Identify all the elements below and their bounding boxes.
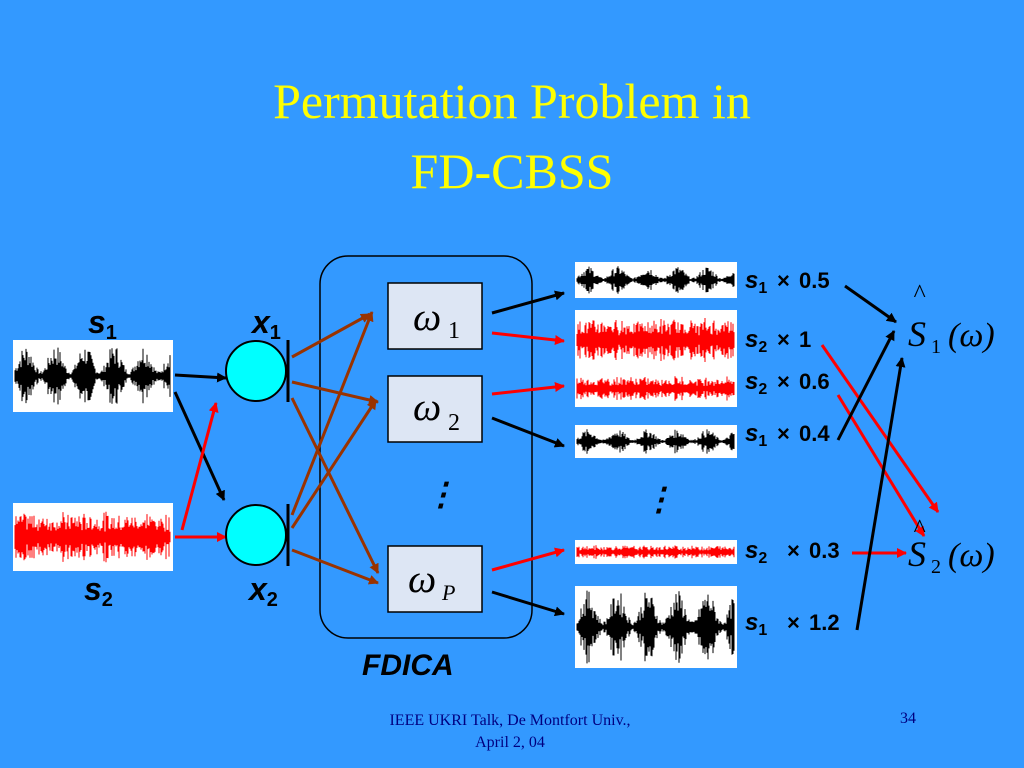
page-number: 34 bbox=[900, 710, 916, 727]
arrow-bin1-out2 bbox=[491, 331, 565, 345]
svg-text:ω: ω bbox=[408, 556, 436, 601]
svg-text:S: S bbox=[908, 534, 926, 574]
waveform-out4 bbox=[575, 425, 737, 458]
slide-title-line1: Permutation Problem in bbox=[273, 73, 751, 129]
footer-line1: IEEE UKRI Talk, De Montfort Univ., bbox=[389, 712, 631, 729]
svg-text:2: 2 bbox=[931, 556, 941, 578]
bin-box-omega2: ω 2 bbox=[387, 375, 483, 443]
svg-text:s2: s2 bbox=[745, 537, 767, 567]
arrow-bin1-out1 bbox=[491, 290, 565, 315]
svg-text:1: 1 bbox=[931, 336, 941, 358]
output-ellipsis: ⋮ bbox=[643, 481, 675, 517]
svg-text:(ω): (ω) bbox=[948, 537, 995, 574]
waveform-s2 bbox=[13, 503, 173, 571]
svg-text:×: × bbox=[787, 610, 800, 635]
svg-text:s1: s1 bbox=[745, 420, 767, 450]
arrow-s1-x2 bbox=[173, 391, 226, 501]
svg-text:1: 1 bbox=[799, 327, 811, 352]
estimate-S1: ^ S 1 (ω) bbox=[908, 279, 995, 358]
waveform-out6 bbox=[575, 586, 737, 668]
waveform-trace bbox=[576, 590, 735, 664]
arrow-binP-out2 bbox=[491, 590, 565, 617]
waveform-trace bbox=[576, 318, 735, 362]
waveform-s1 bbox=[13, 340, 173, 412]
svg-text:ω: ω bbox=[413, 384, 441, 429]
svg-text:(ω): (ω) bbox=[948, 317, 995, 354]
svg-text:^: ^ bbox=[913, 514, 926, 543]
svg-text:1.2: 1.2 bbox=[809, 610, 840, 635]
svg-text:s1: s1 bbox=[745, 609, 767, 639]
svg-text:×: × bbox=[777, 268, 790, 293]
svg-text:s2: s2 bbox=[745, 326, 767, 356]
svg-text:×: × bbox=[777, 327, 790, 352]
arrow-out3-S2 bbox=[836, 394, 926, 537]
microphone-x2 bbox=[225, 504, 290, 566]
svg-text:2: 2 bbox=[448, 410, 460, 436]
waveform-out5 bbox=[575, 540, 737, 564]
arrow-out4-S1 bbox=[836, 330, 896, 441]
svg-text:×: × bbox=[777, 369, 790, 394]
scale-label-2: s2 × 1 bbox=[745, 326, 811, 356]
arrow-binP-out1 bbox=[491, 547, 565, 572]
footer-line2: April 2, 04 bbox=[475, 734, 545, 751]
footer-citation: IEEE UKRI Talk, De Montfort Univ., April… bbox=[340, 710, 680, 754]
microphone-x1 bbox=[225, 340, 290, 402]
svg-text:1: 1 bbox=[448, 318, 460, 344]
scale-label-4: s1 × 0.4 bbox=[745, 420, 830, 450]
svg-text:^: ^ bbox=[913, 279, 926, 308]
slide-title-line2: FD-CBSS bbox=[410, 143, 614, 199]
waveform-out2 bbox=[575, 310, 737, 370]
svg-text:×: × bbox=[787, 538, 800, 563]
svg-text:s1: s1 bbox=[745, 267, 767, 297]
waveform-out3 bbox=[575, 370, 737, 407]
estimate-S2: ^ S 2 (ω) bbox=[908, 514, 995, 578]
svg-text:s2: s2 bbox=[745, 368, 767, 398]
waveform-trace bbox=[576, 266, 735, 294]
scale-label-6: s1 × 1.2 bbox=[745, 609, 840, 639]
svg-text:ω: ω bbox=[413, 294, 441, 339]
svg-text:S: S bbox=[908, 314, 926, 354]
mixture-label-x2: x2 bbox=[247, 571, 278, 611]
svg-text:×: × bbox=[777, 421, 790, 446]
svg-text:P: P bbox=[441, 580, 455, 605]
svg-text:0.3: 0.3 bbox=[809, 538, 840, 563]
arrow-s1-x1 bbox=[174, 372, 227, 383]
arrow-out1-S1 bbox=[844, 284, 897, 324]
scale-label-1: s1 × 0.5 bbox=[745, 267, 830, 297]
arrow-s2-x1 bbox=[180, 402, 219, 531]
scale-label-5: s2 × 0.3 bbox=[745, 537, 840, 567]
source-label-s1: s1 bbox=[88, 304, 117, 344]
bin-box-omegaP: ω P bbox=[387, 545, 483, 613]
mixture-label-x1: x1 bbox=[250, 304, 281, 344]
waveform-trace bbox=[576, 376, 735, 401]
waveform-trace bbox=[14, 347, 171, 405]
svg-text:0.4: 0.4 bbox=[799, 421, 830, 446]
source-label-s2: s2 bbox=[84, 571, 113, 611]
fdica-label: FDICA bbox=[362, 649, 454, 682]
mic-to-bin-arrows bbox=[290, 311, 380, 585]
arrow-out2-S2 bbox=[820, 344, 940, 513]
waveform-trace bbox=[576, 545, 735, 559]
arrow-bin2-out2 bbox=[491, 416, 565, 448]
arrow-bin2-out1 bbox=[491, 382, 565, 396]
svg-text:0.5: 0.5 bbox=[799, 268, 830, 293]
waveform-trace bbox=[576, 429, 735, 454]
svg-text:0.6: 0.6 bbox=[799, 369, 830, 394]
scale-label-3: s2 × 0.6 bbox=[745, 368, 830, 398]
bin-ellipsis: ⋮ bbox=[425, 476, 457, 512]
arrow-out6-S1 bbox=[855, 357, 906, 631]
waveform-out1 bbox=[575, 262, 737, 298]
waveform-trace bbox=[14, 511, 171, 563]
bin-box-omega1: ω 1 bbox=[387, 282, 483, 350]
